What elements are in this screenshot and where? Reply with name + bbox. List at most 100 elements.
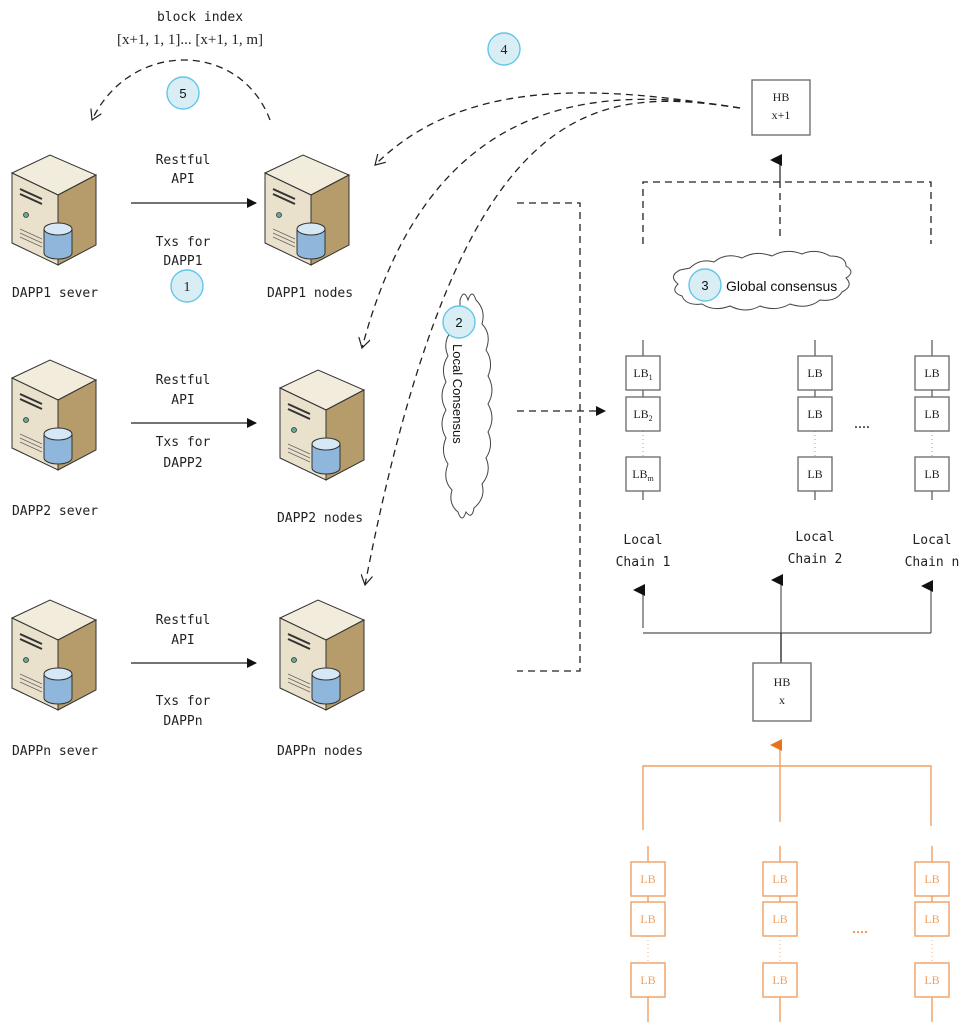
prev-local-block (630, 962, 666, 998)
dappn-server (11, 599, 97, 711)
dapp1-server-label: DAPP1 sever (12, 286, 98, 301)
badge-4 (487, 32, 521, 66)
prev-local-block-label: LB (772, 912, 787, 926)
dappn-server-label: DAPPn sever (12, 744, 98, 759)
hb-top-label-1: HB (773, 90, 790, 104)
previous-chain-1: LB LB LB (630, 846, 666, 1022)
nodes-bracket (517, 202, 581, 672)
dapp1-server (11, 154, 97, 266)
badge-2-label: 2 (455, 315, 462, 330)
dappn-nodes-label: DAPPn nodes (277, 744, 363, 759)
local-block-label: LB (807, 366, 822, 380)
prev-local-block-label: LB (640, 872, 655, 886)
global-bracket (642, 181, 932, 244)
local-block-label: LB (807, 467, 822, 481)
previous-chain-2: LB LB LB (762, 846, 798, 1022)
prev-local-block-label: LB (924, 912, 939, 926)
prev-local-block-label: LB (924, 872, 939, 886)
prev-local-block (762, 901, 798, 937)
dapp1-txs-label-1: Txs for (156, 235, 211, 250)
badge-3 (688, 268, 722, 302)
dapp2-nodes-label: DAPP2 nodes (277, 511, 363, 526)
prev-local-block (762, 962, 798, 998)
prev-local-block (630, 861, 666, 897)
prev-local-block-label: LB (772, 872, 787, 886)
dapp2-api-label-1: Restful (156, 373, 211, 388)
hb-bottom-block (752, 662, 812, 722)
badge-1 (170, 269, 204, 303)
local-block-label: LB2 (633, 407, 652, 423)
local-block-label: LB (924, 407, 939, 421)
prev-local-block (630, 901, 666, 937)
prev-local-block (914, 861, 950, 897)
chain-label-1: Local (795, 530, 834, 545)
block-index-label: block index (157, 10, 243, 25)
local-block-label: LB (807, 407, 822, 421)
local-block (914, 456, 950, 492)
dapp1-nodes (264, 154, 350, 266)
chains-ellipsis: .... (854, 415, 870, 432)
local-block (625, 396, 661, 432)
badge-1-label: 1 (184, 280, 191, 295)
badge-3-label: 3 (701, 278, 708, 293)
chain-label-1: Local (912, 533, 951, 548)
global-consensus-label: Global consensus (726, 278, 837, 294)
dapp1-api-label-1: Restful (156, 153, 211, 168)
hb-bottom-label-1: HB (774, 675, 791, 689)
dapp1-txs-label-2: DAPP1 (163, 254, 202, 269)
broadcast-arrow-dapp1 (375, 92, 741, 165)
local-block-label: LB (924, 366, 939, 380)
dappn-api-label-1: Restful (156, 613, 211, 628)
dappn-txs-label-2: DAPPn (163, 714, 202, 729)
dapp2-server-label: DAPP2 sever (12, 504, 98, 519)
chain-label-1: Local (623, 533, 662, 548)
dappn-api-label-2: API (171, 633, 194, 648)
prev-local-block-label: LB (772, 973, 787, 987)
dapp2-api-label-2: API (171, 393, 194, 408)
block-index-range: [x+1, 1, 1]... [x+1, 1, m] (117, 32, 263, 48)
prev-local-block-label: LB (924, 973, 939, 987)
local-block (797, 355, 833, 391)
previous-chains: LB LB LB LB LB LB LB LB LB.... (630, 846, 950, 1022)
badge-4-label: 4 (501, 43, 508, 58)
broadcast-arrow-dappn (365, 100, 741, 585)
dapp1-api-label-2: API (171, 172, 194, 187)
previous-chain-3: LB LB LB (914, 846, 950, 1022)
prev-local-block-label: LB (640, 912, 655, 926)
dapp2-server (11, 359, 97, 471)
badge-2 (442, 305, 476, 339)
hb-top-block (751, 79, 811, 136)
prev-round-bracket (642, 765, 932, 830)
local-block (914, 396, 950, 432)
chain-label-2: Chain 1 (616, 555, 671, 570)
dapp2-txs-label-2: DAPP2 (163, 456, 202, 471)
prev-chains-ellipsis: .... (852, 920, 868, 937)
chain-label-2: Chain n (905, 555, 960, 570)
local-consensus-cloud (441, 293, 493, 519)
local-block (625, 355, 661, 391)
prev-local-block (762, 861, 798, 897)
chain-label-2: Chain 2 (788, 552, 843, 567)
local-block (797, 396, 833, 432)
local-consensus-label: Local Consensus (450, 344, 465, 444)
prev-local-block (914, 962, 950, 998)
badge-5-label: 5 (179, 86, 186, 101)
dapp2-txs-label-1: Txs for (156, 435, 211, 450)
dapp1-nodes-label: DAPP1 nodes (267, 286, 353, 301)
local-block (914, 355, 950, 391)
dappn-txs-label-1: Txs for (156, 694, 211, 709)
hb-bottom-label-2: x (779, 693, 785, 707)
broadcast-arrow-dapp2 (362, 98, 741, 348)
hb-top-label-2: x+1 (772, 108, 791, 122)
local-block (625, 456, 661, 492)
local-block-label: LB (924, 467, 939, 481)
local-block (797, 456, 833, 492)
prev-local-block-label: LB (640, 973, 655, 987)
badge-5 (166, 76, 200, 110)
block-index-arrow (92, 59, 271, 120)
